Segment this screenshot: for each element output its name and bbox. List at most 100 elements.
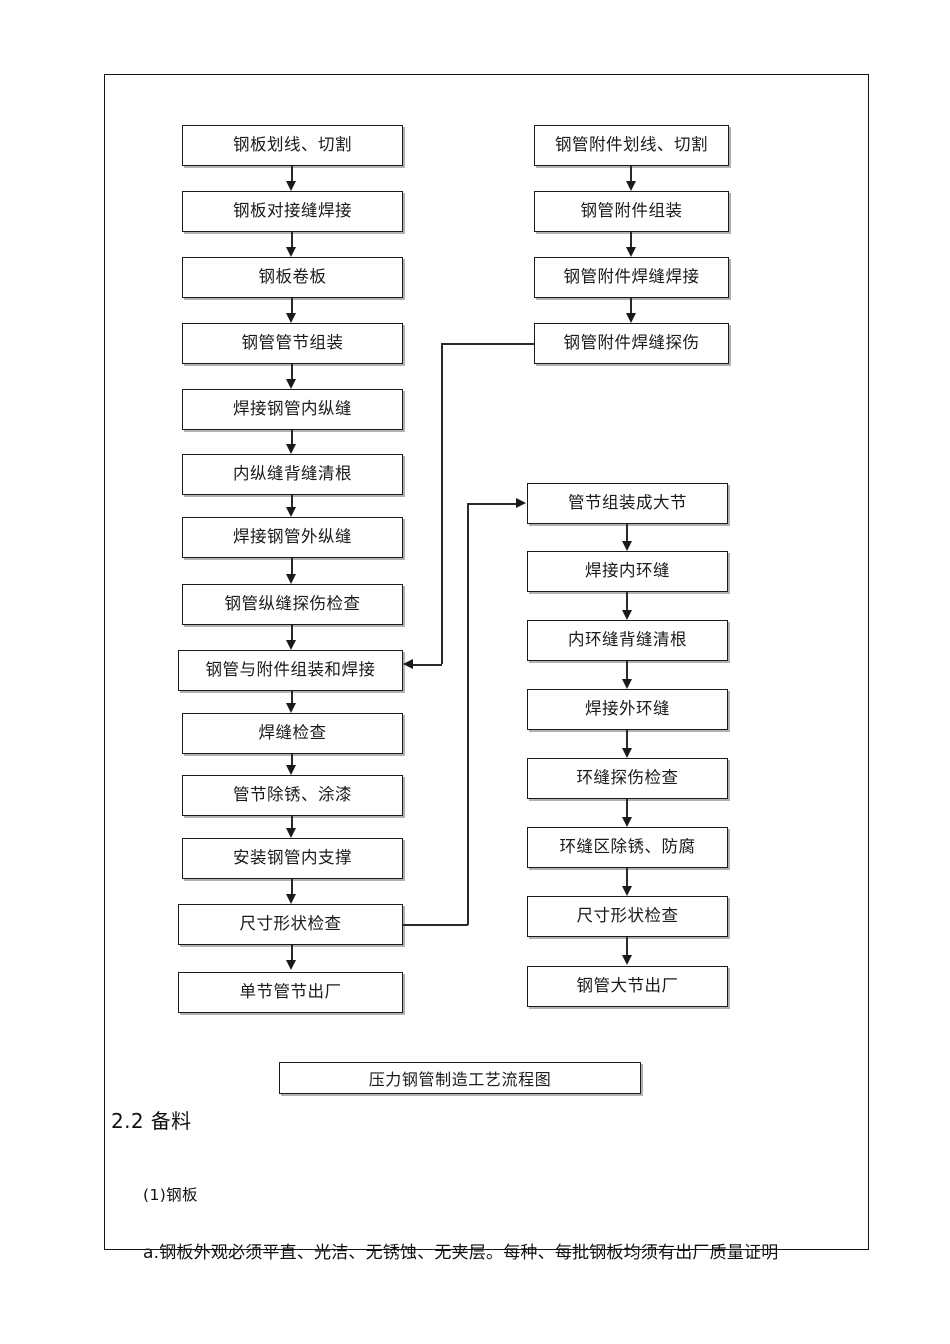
flow-node-l13[interactable]: 尺寸形状检查 bbox=[178, 904, 403, 945]
connector-r2-r3 bbox=[630, 232, 632, 252]
arrow-down-icon bbox=[286, 507, 296, 517]
flow-node-label: 钢板卷板 bbox=[258, 267, 327, 287]
flow-node-label: 钢管大节出厂 bbox=[576, 976, 679, 996]
flow-node-label: 管节组装成大节 bbox=[568, 493, 687, 513]
arrow-down-icon bbox=[622, 955, 632, 965]
flow-node-l4[interactable]: 钢管管节组装 bbox=[182, 323, 403, 364]
connector-l4-l5 bbox=[291, 364, 293, 383]
connector-l3-l4 bbox=[291, 298, 293, 318]
connector-b5-b6 bbox=[626, 799, 628, 822]
arrow-down-icon bbox=[286, 765, 296, 775]
arrow-down-icon bbox=[286, 894, 296, 904]
flow-node-b1[interactable]: 管节组装成大节 bbox=[527, 483, 728, 524]
flow-node-r1[interactable]: 钢管附件划线、切割 bbox=[534, 125, 729, 166]
flow-node-l2[interactable]: 钢板对接缝焊接 bbox=[182, 191, 403, 232]
flow-node-label: 钢管纵缝探伤检查 bbox=[224, 594, 361, 614]
flow-node-b6[interactable]: 环缝区除锈、防腐 bbox=[527, 827, 728, 868]
connector-b6-b7 bbox=[626, 868, 628, 891]
connector-l1-l2 bbox=[291, 166, 293, 186]
crosslink-l13-b1-top bbox=[467, 503, 517, 505]
flow-node-label: 焊接内环缝 bbox=[585, 561, 670, 581]
flowchart-diagram: 钢板划线、切割 钢板对接缝焊接 钢板卷板 钢管管节组装 焊接钢管内纵缝 内纵缝背… bbox=[105, 75, 870, 1263]
flow-node-b3[interactable]: 内环缝背缝清根 bbox=[527, 620, 728, 661]
connector-l9-l10 bbox=[291, 691, 293, 707]
arrow-down-icon bbox=[622, 610, 632, 620]
figure-caption-box: 压力钢管制造工艺流程图 bbox=[279, 1062, 641, 1094]
flow-node-b2[interactable]: 焊接内环缝 bbox=[527, 551, 728, 592]
connector-b4-b5 bbox=[626, 730, 628, 753]
flow-node-b5[interactable]: 环缝探伤检查 bbox=[527, 758, 728, 799]
arrow-left-icon bbox=[403, 659, 413, 669]
arrow-down-icon bbox=[286, 960, 296, 970]
paragraph-a: a.钢板外观必须平直、光洁、无锈蚀、无夹层。每种、每批钢板均须有出厂质量证明 bbox=[143, 1243, 779, 1263]
flow-node-label: 钢板对接缝焊接 bbox=[233, 201, 352, 221]
flow-node-label: 内环缝背缝清根 bbox=[568, 630, 687, 650]
arrow-down-icon bbox=[286, 181, 296, 191]
flow-node-r2[interactable]: 钢管附件组装 bbox=[534, 191, 729, 232]
page-frame: 钢板划线、切割 钢板对接缝焊接 钢板卷板 钢管管节组装 焊接钢管内纵缝 内纵缝背… bbox=[104, 74, 870, 1263]
crosslink-r4-l9-top bbox=[441, 343, 535, 345]
flow-node-label: 焊缝检查 bbox=[258, 723, 327, 743]
crosslink-r4-l9-vertical bbox=[441, 343, 443, 664]
flow-node-l10[interactable]: 焊缝检查 bbox=[182, 713, 403, 754]
connector-l7-l8 bbox=[291, 558, 293, 578]
arrow-down-icon bbox=[286, 247, 296, 257]
flow-node-label: 钢管附件焊缝焊接 bbox=[563, 267, 700, 287]
crosslink-r4-l9-bottom bbox=[413, 664, 442, 666]
flow-node-l8[interactable]: 钢管纵缝探伤检查 bbox=[182, 584, 403, 625]
connector-b1-b2 bbox=[626, 524, 628, 546]
flow-node-b4[interactable]: 焊接外环缝 bbox=[527, 689, 728, 730]
arrow-down-icon bbox=[622, 541, 632, 551]
flow-node-l5[interactable]: 焊接钢管内纵缝 bbox=[182, 389, 403, 430]
flow-node-l6[interactable]: 内纵缝背缝清根 bbox=[182, 454, 403, 495]
flow-node-l7[interactable]: 焊接钢管外纵缝 bbox=[182, 517, 403, 558]
flow-node-b7[interactable]: 尺寸形状检查 bbox=[527, 896, 728, 937]
connector-l12-l13 bbox=[291, 879, 293, 898]
section-heading-2-2: 2.2 备料 bbox=[111, 1109, 192, 1133]
arrow-down-icon bbox=[622, 886, 632, 896]
flow-node-l3[interactable]: 钢板卷板 bbox=[182, 257, 403, 298]
flow-node-r4[interactable]: 钢管附件焊缝探伤 bbox=[534, 323, 729, 364]
crosslink-l13-b1-vertical bbox=[467, 503, 469, 925]
connector-r3-r4 bbox=[630, 298, 632, 318]
flow-node-label: 内纵缝背缝清根 bbox=[233, 464, 352, 484]
arrow-down-icon bbox=[622, 817, 632, 827]
flow-node-label: 单节管节出厂 bbox=[239, 982, 342, 1002]
connector-b2-b3 bbox=[626, 592, 628, 615]
flow-node-label: 管节除锈、涂漆 bbox=[233, 785, 352, 805]
arrow-right-icon bbox=[516, 498, 526, 508]
connector-l5-l6 bbox=[291, 430, 293, 448]
crosslink-l13-b1-bottom bbox=[403, 924, 468, 926]
figure-caption-text: 压力钢管制造工艺流程图 bbox=[368, 1070, 552, 1089]
flow-node-label: 钢管管节组装 bbox=[241, 333, 344, 353]
arrow-down-icon bbox=[286, 828, 296, 838]
flow-node-l1[interactable]: 钢板划线、切割 bbox=[182, 125, 403, 166]
arrow-down-icon bbox=[286, 379, 296, 389]
flow-node-label: 尺寸形状检查 bbox=[576, 906, 679, 926]
flow-node-label: 安装钢管内支撑 bbox=[233, 848, 352, 868]
flow-node-label: 尺寸形状检查 bbox=[239, 914, 342, 934]
arrow-down-icon bbox=[286, 574, 296, 584]
connector-b3-b4 bbox=[626, 661, 628, 684]
flow-node-r3[interactable]: 钢管附件焊缝焊接 bbox=[534, 257, 729, 298]
flow-node-l12[interactable]: 安装钢管内支撑 bbox=[182, 838, 403, 879]
arrow-down-icon bbox=[286, 640, 296, 650]
flow-node-label: 钢管与附件组装和焊接 bbox=[205, 660, 376, 680]
flow-node-l14[interactable]: 单节管节出厂 bbox=[178, 972, 403, 1013]
flow-node-l11[interactable]: 管节除锈、涂漆 bbox=[182, 775, 403, 816]
flow-node-b8[interactable]: 钢管大节出厂 bbox=[527, 966, 728, 1007]
connector-r1-r2 bbox=[630, 166, 632, 186]
connector-l13-l14 bbox=[291, 945, 293, 964]
flow-node-label: 焊接外环缝 bbox=[585, 699, 670, 719]
arrow-down-icon bbox=[286, 444, 296, 454]
flow-node-label: 焊接钢管内纵缝 bbox=[233, 399, 352, 419]
arrow-down-icon bbox=[622, 679, 632, 689]
arrow-down-icon bbox=[286, 703, 296, 713]
connector-l2-l3 bbox=[291, 232, 293, 252]
arrow-down-icon bbox=[626, 181, 636, 191]
arrow-down-icon bbox=[626, 313, 636, 323]
flow-node-label: 环缝区除锈、防腐 bbox=[559, 837, 696, 857]
arrow-down-icon bbox=[626, 247, 636, 257]
flow-node-label: 环缝探伤检查 bbox=[576, 768, 679, 788]
flow-node-l9[interactable]: 钢管与附件组装和焊接 bbox=[178, 650, 403, 691]
